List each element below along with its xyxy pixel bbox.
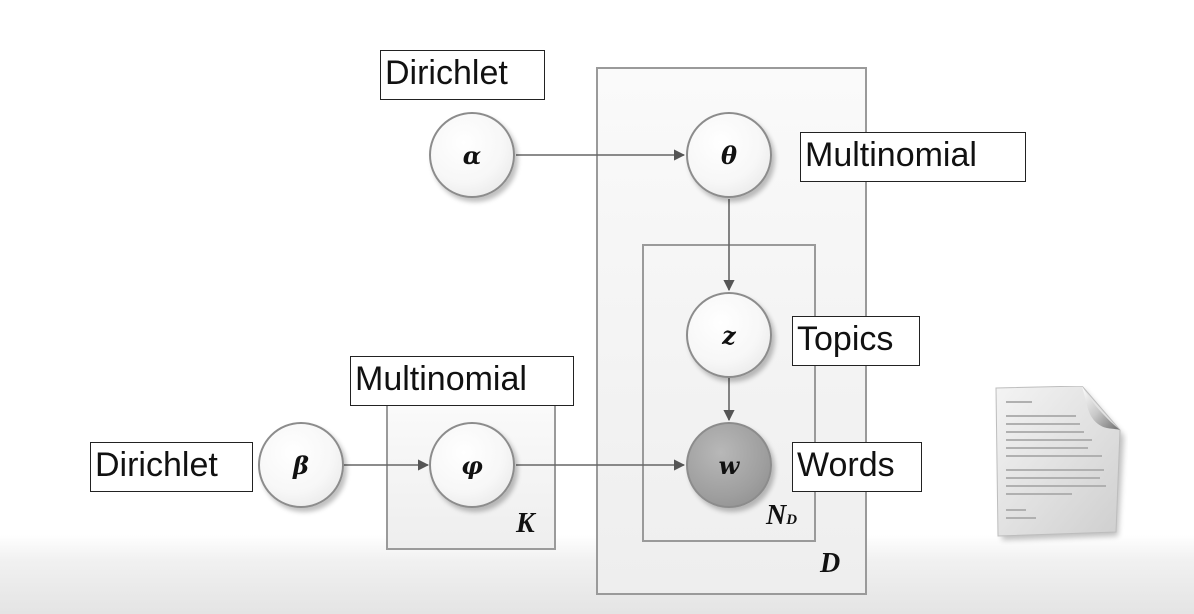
label-beta-distribution: Dirichlet (90, 442, 253, 492)
label-topics: Topics (792, 316, 920, 366)
node-z: z (686, 292, 772, 378)
plate-label-nd: ND (766, 500, 797, 532)
node-beta: β (258, 422, 344, 508)
plate-label-d: D (820, 548, 841, 579)
label-words: Words (792, 442, 922, 492)
plate-label-n-subscript: D (786, 512, 798, 528)
plate-label-k: K (516, 508, 535, 539)
label-theta-distribution: Multinomial (800, 132, 1026, 182)
node-alpha: α (429, 112, 515, 198)
node-theta: θ (686, 112, 772, 198)
plate-label-n: N (766, 500, 787, 531)
label-alpha-distribution: Dirichlet (380, 50, 545, 100)
node-w: w (686, 422, 772, 508)
label-phi-distribution: Multinomial (350, 356, 574, 406)
node-phi: φ (429, 422, 515, 508)
document-icon (995, 386, 1124, 540)
